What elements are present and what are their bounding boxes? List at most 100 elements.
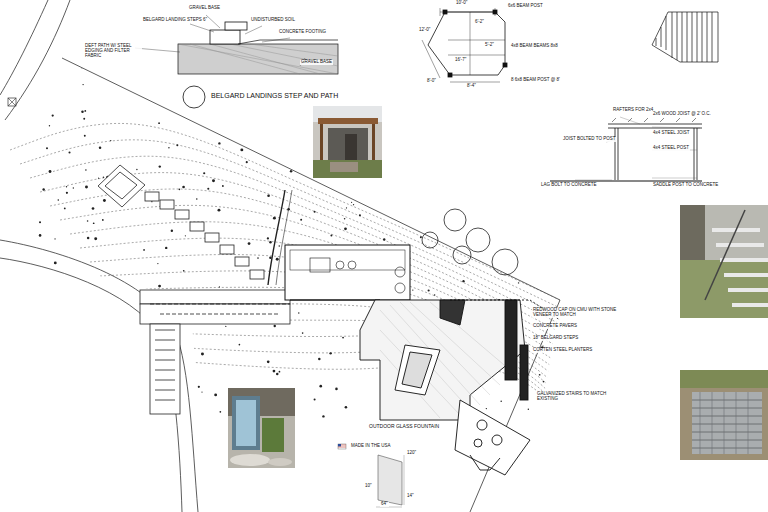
shrub-dot (505, 154, 507, 156)
shrub-dot (248, 242, 251, 245)
shrub-dot (528, 408, 529, 409)
shrub-dot (486, 408, 487, 409)
shrub-dot (219, 411, 221, 413)
shrub-dot (314, 398, 316, 400)
shrub-dot (103, 176, 105, 178)
callout-label: 5'-2" (484, 43, 495, 48)
shrub-dot (64, 208, 66, 210)
callout-label: DEFT PATH W/ STEEL EDGING AND FILTER FAB… (84, 44, 142, 59)
shrub-dot (83, 118, 85, 120)
shrub-dot (330, 234, 332, 236)
callout-label: CONCRETE FOOTING (278, 30, 327, 35)
callout-label: SADDLE POST TO CONCRETE (652, 183, 719, 188)
callout-label: 10'-0" (455, 1, 468, 6)
callout-label: JOIST BOLTED TO POST (562, 137, 616, 142)
shrub-dot (280, 149, 283, 152)
shrub-dot (136, 169, 137, 170)
shrub-dot (192, 418, 194, 420)
shrub-dot (198, 386, 200, 388)
shrub-dot (471, 123, 473, 125)
shrub-dot (46, 147, 48, 149)
shrub-dot (309, 144, 312, 147)
shrub-dot (504, 264, 506, 266)
callout-label: 120" (406, 451, 417, 456)
shrub-dot (279, 371, 281, 373)
shrub-dot (406, 65, 407, 66)
shrub-dot (290, 170, 293, 173)
shrub-dot (295, 77, 298, 80)
shrub-dot (240, 148, 243, 151)
shrub-dot (101, 383, 103, 385)
shrub-dot (389, 160, 390, 161)
shrub-dot (239, 344, 241, 346)
shrub-dot (538, 244, 539, 245)
shrub-dot (543, 381, 545, 383)
callout-label: 4x4 STEEL JOIST (652, 131, 691, 136)
shrub-dot (41, 411, 43, 413)
callout-label: 8 6x8 BEAM POST @ 8' (510, 78, 561, 83)
shrub-dot (450, 108, 453, 111)
shrub-dot (388, 116, 390, 118)
shrub-dot (273, 370, 276, 373)
shrub-dot (68, 151, 70, 153)
shrub-dot (383, 238, 385, 240)
shrub-dot (104, 345, 106, 347)
callout-label: MADE IN THE USA (350, 444, 391, 449)
shrub-dot (84, 110, 86, 112)
shrub-dot (276, 373, 278, 375)
shrub-dot (359, 82, 361, 84)
shrub-dot (42, 188, 44, 190)
shrub-dot (269, 241, 271, 243)
shrub-dot (342, 337, 344, 339)
shrub-dot (157, 263, 158, 264)
shrub-dot (82, 84, 83, 85)
shrub-dot (344, 218, 346, 220)
shrub-dot (453, 181, 456, 184)
shrub-dot (93, 222, 95, 224)
shrub-dot (159, 165, 161, 167)
callout-label: CORTEN STEEL PLANTERS (532, 348, 593, 353)
shrub-dot (434, 294, 435, 295)
shrub-dot (158, 122, 160, 124)
shrub-dot (54, 238, 55, 239)
shrub-dot (299, 144, 300, 145)
shrub-dot (536, 176, 537, 177)
shrub-dot (158, 285, 161, 288)
marker (8, 98, 16, 106)
shrub-dot (291, 149, 293, 151)
shrub-dot (268, 86, 270, 88)
shrub-dot (351, 202, 352, 203)
shrub-dot (94, 237, 97, 240)
shrub-dot (109, 64, 111, 66)
shrub-dot (52, 114, 54, 116)
shrub-dot (389, 165, 391, 167)
shrub-dot (500, 209, 501, 210)
shrub-dot (110, 140, 111, 141)
callout-label: 8'-0" (426, 79, 437, 84)
shrub-dot (507, 97, 508, 98)
shrub-dot (378, 200, 379, 201)
shrub-dot (171, 229, 173, 231)
shrub-dot (380, 86, 383, 89)
photo-fountain (228, 388, 295, 468)
shrub-dot (279, 115, 282, 118)
shrub-dot (212, 179, 215, 182)
shrub-dot (314, 211, 316, 213)
shrub-dot (345, 406, 348, 409)
shrub-dot (420, 236, 422, 238)
shrub-dot (278, 245, 280, 247)
shrub-dot (119, 337, 121, 339)
shrub-dot (102, 219, 104, 221)
callout-label: 6'-2" (474, 20, 485, 25)
shrub-dot (477, 111, 479, 113)
shrub-dot (412, 289, 413, 290)
shrub-dot (66, 192, 68, 194)
shrub-dot (201, 392, 202, 393)
shrub-dot (346, 207, 347, 208)
shrub-dot (416, 174, 418, 176)
shrub-dot (196, 198, 198, 200)
shrub-dot (39, 234, 42, 237)
shrub-dot (357, 198, 358, 199)
shrub-dot (359, 214, 361, 216)
